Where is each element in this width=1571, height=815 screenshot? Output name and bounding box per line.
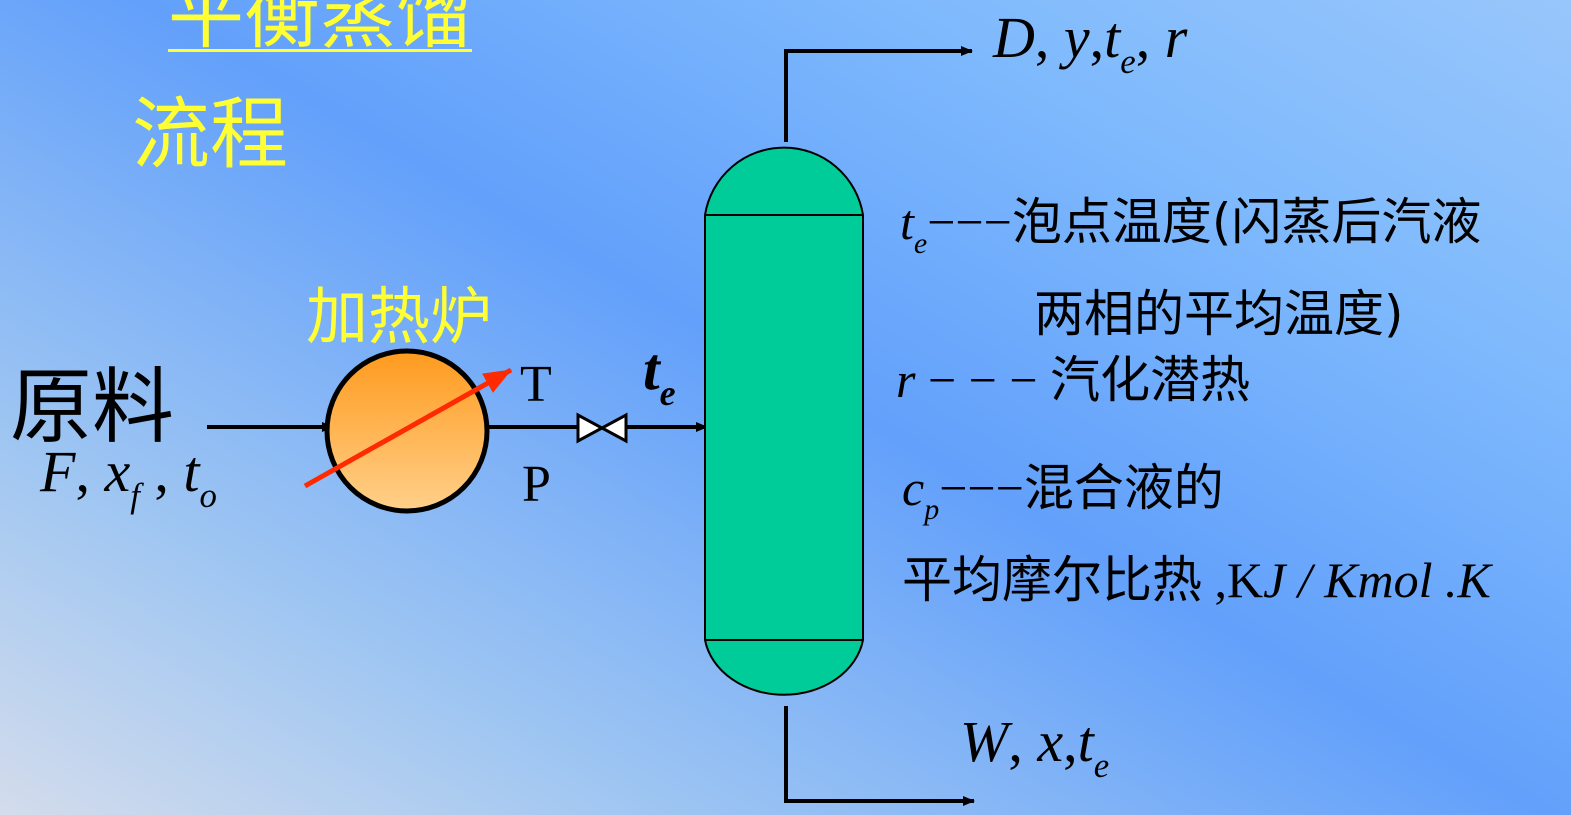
definition-cp: cp−−−混合液的	[902, 459, 1224, 526]
definition-te: te−−−泡点温度(闪蒸后汽液	[900, 193, 1482, 260]
process-flow-subtitle: 流程	[132, 90, 289, 180]
top-product-symbols: D, y,te, r	[993, 5, 1188, 81]
flash-drum-column	[704, 146, 864, 696]
bottom-product-symbols: W, x,te	[960, 709, 1110, 785]
valve-icon	[576, 412, 628, 444]
pressure-label: P	[522, 456, 551, 513]
heating-arrow	[303, 367, 513, 489]
temperature-label: T	[520, 356, 552, 413]
column-inlet-temperature: te	[643, 336, 676, 414]
feed-symbols: F, xf , to	[40, 439, 217, 515]
heater-label: 加热炉	[306, 280, 493, 353]
feed-label: 原料	[10, 360, 175, 455]
page-title: 平衡蒸馏	[168, 0, 472, 59]
definition-r: r − − − 汽化潜热	[896, 351, 1251, 409]
definition-te-continued: 两相的平均温度)	[1034, 285, 1404, 343]
definition-cp-unit: 平均摩尔比热 ,KJ / Kmol .K	[902, 551, 1491, 609]
